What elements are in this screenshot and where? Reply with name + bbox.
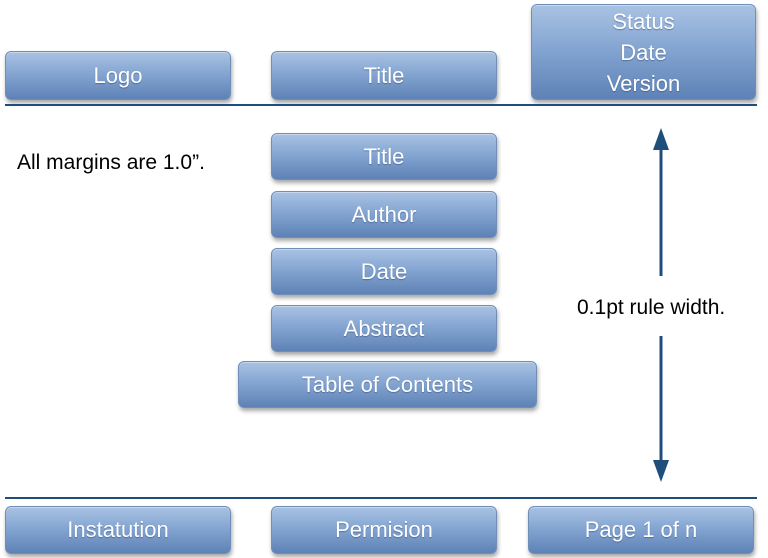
header-rule	[5, 104, 757, 106]
body-title-label: Title	[363, 143, 405, 169]
header-logo-box: Logo	[5, 51, 231, 100]
footer-rule	[5, 497, 757, 499]
header-title-label: Title	[363, 62, 405, 88]
footer-permission-box: Permision	[271, 506, 497, 554]
footer-institution-box: Instatution	[5, 506, 231, 554]
footer-permission-label: Permision	[335, 517, 433, 542]
header-title-box: Title	[271, 51, 497, 100]
body-title-box: Title	[271, 133, 497, 180]
header-status-line: Status	[612, 8, 675, 34]
footer-page-box: Page 1 of n	[528, 506, 754, 554]
header-status-box: Status Date Version	[531, 4, 756, 100]
body-date-label: Date	[360, 258, 408, 284]
rule-width-note: 0.1pt rule width.	[577, 296, 726, 319]
body-abstract-label: Abstract	[343, 315, 425, 341]
header-version-line: Version	[606, 70, 681, 96]
arrow-down-head	[653, 460, 669, 482]
body-author-box: Author	[271, 191, 497, 238]
body-toc-label: Table of Contents	[301, 371, 474, 397]
footer-institution-label: Instatution	[67, 517, 169, 542]
header-date-line: Date	[620, 39, 667, 65]
body-date-box: Date	[271, 248, 497, 295]
body-abstract-box: Abstract	[271, 305, 497, 352]
header-logo-label: Logo	[93, 62, 143, 88]
margins-note: All margins are 1.0”.	[17, 151, 205, 174]
body-toc-box: Table of Contents	[238, 361, 537, 408]
body-author-label: Author	[351, 201, 417, 227]
arrow-up-head	[653, 128, 669, 150]
footer-page-label: Page 1 of n	[584, 517, 698, 542]
